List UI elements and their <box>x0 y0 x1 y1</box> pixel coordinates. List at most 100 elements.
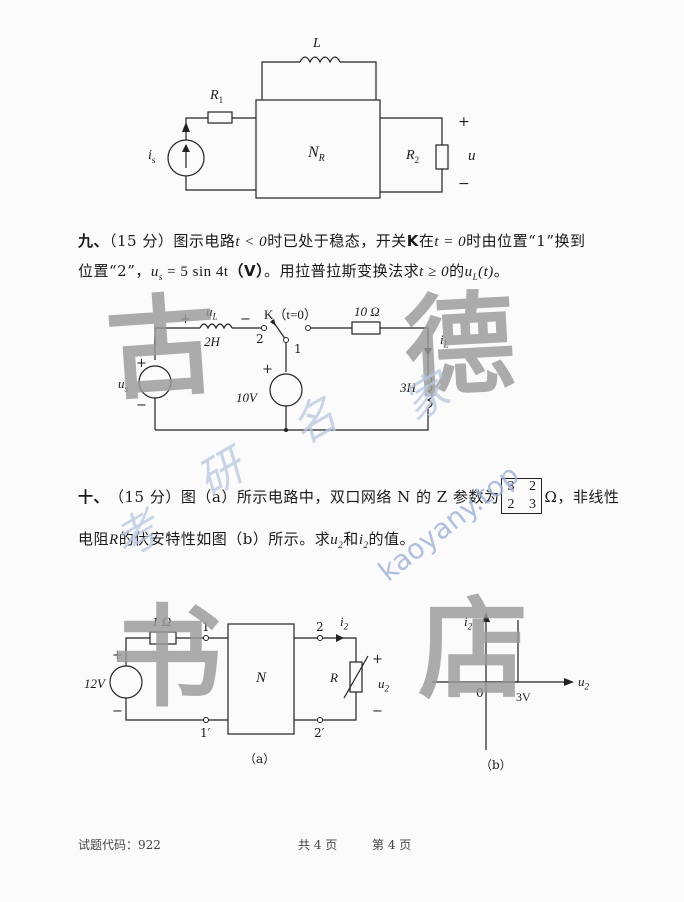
q9-circuit-labels: + uL − 2H K（t=0） 10 Ω iL 2 1 + us − + 10… <box>0 290 684 440</box>
u-minus-sign: − <box>458 176 470 192</box>
q9-us-plus: + <box>136 356 147 371</box>
q9-2h-label: 2H <box>204 334 220 349</box>
q10b-x-axis-label: u2 <box>578 674 589 692</box>
q10-u2: u2 <box>330 532 344 550</box>
q10-number: 十、 <box>78 487 110 506</box>
top-circuit <box>167 56 449 199</box>
watermark-char-4: 店 <box>418 586 528 714</box>
q9-us-minus: − <box>136 398 147 413</box>
network-nr-box <box>255 99 381 199</box>
q9-text-b: 时已处于稳态，开关 <box>267 232 407 250</box>
q10-score: （15 分） <box>109 487 181 506</box>
q10-line2: 电阻R的伏安特性如图（b）所示。求u2和i2的值。 <box>78 528 415 550</box>
q10-text-b: Ω，非线性 <box>544 487 620 506</box>
watermark-char-1: 古 <box>102 280 222 416</box>
q9-circuit <box>138 319 433 432</box>
q9-cond: t < 0 <box>235 234 268 250</box>
q10-node2: 2 <box>316 620 324 634</box>
page-number: 第 4 页 <box>372 838 412 852</box>
q10-text-a: 图（a）所示电路中，双口网络 N 的 Z 参数为 <box>180 487 500 506</box>
q10-u2-label: u2 <box>378 676 389 694</box>
q10-text-e: 和 <box>343 530 359 548</box>
inductor-L-symbol <box>299 56 341 64</box>
watermark-char-3: 书 <box>112 594 222 722</box>
q9-text-c: 在 <box>418 232 435 250</box>
q10-i2: i2 <box>358 532 369 550</box>
q10-vi-characteristic <box>486 620 519 683</box>
q10b-x-tick: 3V <box>516 690 531 704</box>
q9-minus-uL: − <box>240 312 251 327</box>
q9-pos1: 1 <box>294 342 302 356</box>
inductor-label: L <box>313 36 321 51</box>
q10-text-f: 的值。 <box>368 530 415 548</box>
q10-node1: 1 <box>202 620 210 634</box>
q9-text-f: 。用拉普拉斯变换法求 <box>264 262 420 280</box>
z22: 3 <box>528 497 537 512</box>
u-label: u <box>468 148 476 164</box>
q10-src-minus: − <box>112 704 123 719</box>
q10-resistor-label: 1 Ω <box>152 614 172 629</box>
q10-node1p: 1′ <box>200 726 211 740</box>
total-pages: 共 4 页 <box>298 838 338 852</box>
z12: 2 <box>528 479 537 494</box>
q10-resistor-sym: R <box>109 532 119 548</box>
q10-u2-minus: − <box>372 704 383 719</box>
q10-R-label: R <box>330 670 338 685</box>
q10b-origin: 0 <box>476 686 484 700</box>
q9-uL-label: uL <box>206 304 218 322</box>
z21: 2 <box>507 497 515 512</box>
q10-i2-label: i2 <box>340 614 349 632</box>
network-label: NR <box>308 144 325 165</box>
q10-circuit-a-labels: 1 Ω 1 2 i2 + 12V − N R + u2 − 1′ 2′ （a） <box>0 600 684 780</box>
q9-iL-label: iL <box>440 332 449 350</box>
q10-circuit-a <box>109 623 369 735</box>
q9-inductor-3h <box>426 375 433 409</box>
q10-network-box <box>227 623 295 735</box>
q10b-y-axis-label: i2 <box>464 614 473 632</box>
q9-source: us = 5 sin 4t <box>150 264 229 282</box>
q9-line2: 位置“2”，us = 5 sin 4t（V）。用拉普拉斯变换法求t ≥ 0的uL… <box>78 260 509 282</box>
exam-code: 试题代码：922 <box>78 838 161 852</box>
q9-unit: （V） <box>228 262 265 280</box>
q9-switch: K <box>406 232 419 250</box>
q9-resistor-label: 10 Ω <box>354 304 380 319</box>
q9-plus-uL: + <box>180 312 191 327</box>
q9-dc-plus: + <box>262 362 273 377</box>
q9-text-g: 的 <box>449 262 465 280</box>
q9-line1: 九、（15 分）图示电路t < 0时已处于稳态，开关K在t = 0时由位置“1”… <box>78 230 586 251</box>
q9-dc-label: 10V <box>236 390 257 405</box>
q9-text-d: 时由位置“1”换到 <box>466 232 586 250</box>
u-plus-sign: + <box>458 114 470 130</box>
q9-pos2: 2 <box>256 332 264 346</box>
q10-graph-b-labels: i2 u2 0 3V （b） <box>0 600 684 780</box>
q9-target: uL(t) <box>464 264 494 282</box>
q9-3h-label: 3H <box>400 380 416 395</box>
q10-src-plus: + <box>112 648 123 663</box>
q10-node2p: 2′ <box>314 726 325 740</box>
q10-graph-b <box>432 612 574 750</box>
r1-label: R1 <box>210 88 224 105</box>
q9-inductor-2h <box>199 323 233 330</box>
q10-caption-b: （b） <box>480 758 512 772</box>
q10-caption-a: （a） <box>244 752 276 766</box>
q9-text-h: 。 <box>493 262 510 280</box>
q9-text-e: 位置“2”， <box>78 262 151 280</box>
z11: 3 <box>507 479 515 494</box>
q9-switch-label: K（t=0） <box>264 307 317 322</box>
q9-text-a: 图示电路 <box>173 232 236 250</box>
top-circuit-labels: L R1 is NR R2 + u − <box>0 0 684 210</box>
q10-text-c: 电阻 <box>78 530 110 548</box>
q10-network-label: N <box>256 670 267 686</box>
q9-number: 九、 <box>78 232 110 250</box>
q10-u2-plus: + <box>372 652 383 667</box>
r2-label: R2 <box>406 148 420 165</box>
q10-src-label: 12V <box>84 676 105 691</box>
q9-time: t = 0 <box>434 234 467 250</box>
q9-cond2: t ≥ 0 <box>419 264 450 280</box>
q9-us-label: us <box>118 376 129 394</box>
is-label: is <box>148 148 156 165</box>
q10-text-d: 的伏安特性如图（b）所示。求 <box>118 530 331 548</box>
q9-score: （15 分） <box>109 232 174 250</box>
